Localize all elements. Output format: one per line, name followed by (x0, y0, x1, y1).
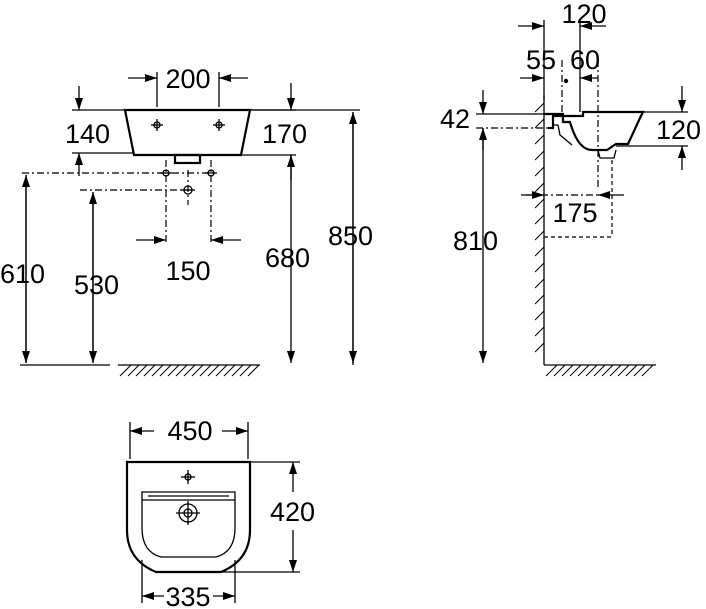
dim-42: 42 (440, 104, 470, 134)
dim-420: 420 (270, 497, 315, 527)
basin-side-profile (544, 110, 645, 152)
dim-170: 170 (262, 119, 307, 149)
dim-150: 150 (165, 256, 210, 286)
dim-680: 680 (265, 243, 310, 273)
plan-tap-hole (181, 470, 195, 484)
dim-60: 60 (570, 45, 600, 75)
dim-530: 530 (74, 270, 119, 300)
dim-335: 335 (165, 582, 210, 609)
basin-front-outline (123, 108, 252, 157)
dim-140: 140 (65, 119, 110, 149)
basin-plan-bowl (141, 491, 236, 558)
front-floor-hatch (119, 364, 260, 377)
dim-450: 450 (167, 416, 212, 446)
plan-view: 450 420 335 (125, 416, 315, 609)
dim-200: 200 (165, 64, 210, 94)
dim-55: 55 (526, 45, 556, 75)
dim-850: 850 (328, 221, 373, 251)
side-floor-hatch (545, 364, 654, 377)
tap-centre-dot (563, 78, 569, 84)
dim-810: 810 (453, 226, 498, 256)
dim-120-top: 120 (561, 0, 606, 29)
front-view: 200 140 170 850 680 (0, 64, 373, 377)
tap-hole-marks (151, 119, 225, 131)
basin-outlet (173, 153, 202, 165)
wall-hatch (534, 102, 545, 353)
dim-175: 175 (552, 198, 597, 228)
supply-markers (160, 169, 217, 195)
side-view: 120 55 60 42 120 810 175 (440, 0, 701, 377)
dim-610: 610 (0, 259, 45, 289)
dim-120-right: 120 (656, 115, 701, 145)
plan-drain (176, 501, 200, 525)
